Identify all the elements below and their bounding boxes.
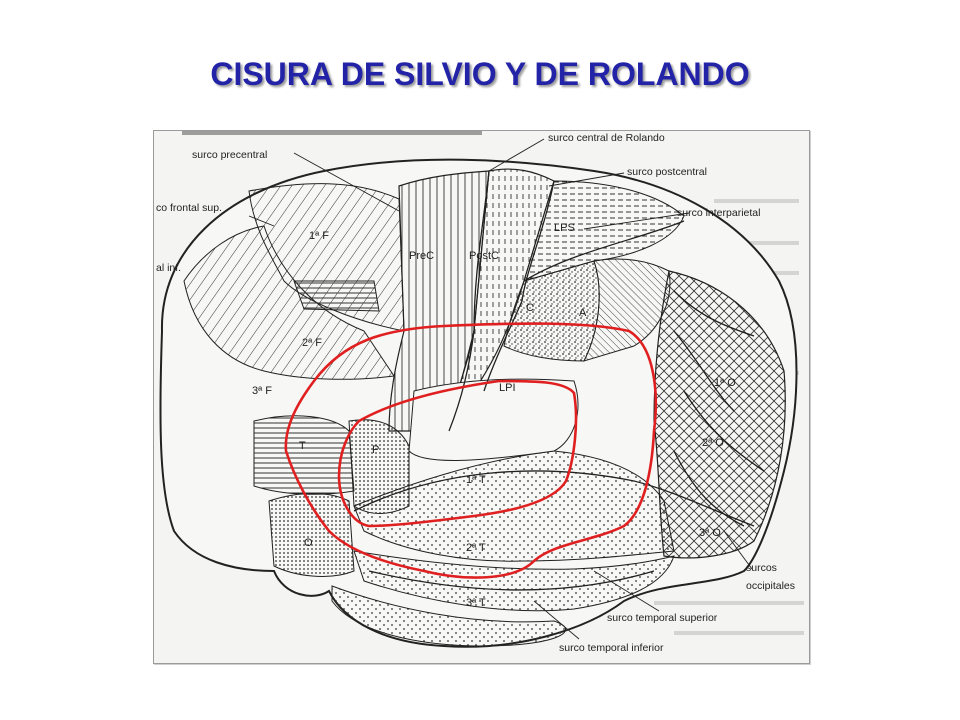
- label-surco-postcentral: surco postcentral: [627, 166, 707, 178]
- region-label-lpi: LPI: [499, 382, 516, 394]
- sylvian-highlight: [284, 322, 657, 579]
- region-label-postc: PostC: [469, 250, 499, 262]
- region-inferior-parietal: [408, 378, 579, 461]
- label-surcos-occipitales-1: surcos: [746, 562, 777, 574]
- region-label-p: P: [372, 444, 379, 456]
- region-frontal-mid: [183, 225, 395, 380]
- region-label-f2: 2ª F: [302, 337, 322, 349]
- brain-diagram: surco central de Rolando surco precentra…: [153, 130, 810, 664]
- label-surco-temporal-superior: surco temporal superior: [607, 612, 718, 624]
- label-surco-central: surco central de Rolando: [548, 132, 665, 144]
- region-label-t1: 1ª T: [466, 474, 486, 486]
- label-surco-precentral: surco precentral: [192, 149, 267, 161]
- label-surco-temporal-inferior: surco temporal inferior: [559, 642, 664, 654]
- region-angular: [583, 258, 671, 362]
- region-orbital: [268, 493, 355, 577]
- label-surcos-occipitales-2: occipitales: [746, 580, 795, 592]
- region-label-f1: 1ª F: [309, 230, 329, 242]
- label-surco-interparietal: surco interparietal: [677, 207, 760, 219]
- region-occipital: [653, 270, 786, 559]
- region-label-a: A: [579, 307, 587, 319]
- region-label-t: T: [299, 440, 306, 452]
- region-label-f3: 3ª F: [252, 385, 272, 397]
- brain-lateral-view: surco central de Rolando surco precentra…: [156, 131, 804, 654]
- sulci-lines: [353, 170, 765, 591]
- region-label-lps: LPS: [554, 222, 575, 234]
- region-postcentral: [443, 168, 555, 432]
- slide-title: CISURA DE SILVIO Y DE ROLANDO: [210, 56, 750, 92]
- region-label-t2: 2ª T: [466, 542, 486, 554]
- label-surco-frontal-sup: co frontal sup.: [156, 202, 222, 214]
- region-label-c: C: [526, 302, 534, 314]
- label-leaders: [248, 138, 753, 640]
- region-superior-parietal: [523, 180, 685, 282]
- region-label-o1: 1ª O: [714, 377, 736, 389]
- region-label-o3: 3ª O: [699, 527, 721, 539]
- region-label-prec: PreC: [409, 250, 434, 262]
- region-label-o: O: [304, 537, 313, 549]
- region-temporal-sup: [353, 450, 675, 562]
- region-frontal-inf-horiz: [293, 280, 380, 312]
- region-temporal-mid: [353, 550, 675, 612]
- highlight-outer: [284, 322, 657, 579]
- region-temporal-inf: [331, 585, 567, 647]
- label-surco-frontal-inf: al inf.: [156, 262, 181, 274]
- highlight-inner: [337, 379, 578, 528]
- region-label-t3: 3ª T: [466, 597, 486, 609]
- region-label-o2: 2ª O: [702, 437, 724, 449]
